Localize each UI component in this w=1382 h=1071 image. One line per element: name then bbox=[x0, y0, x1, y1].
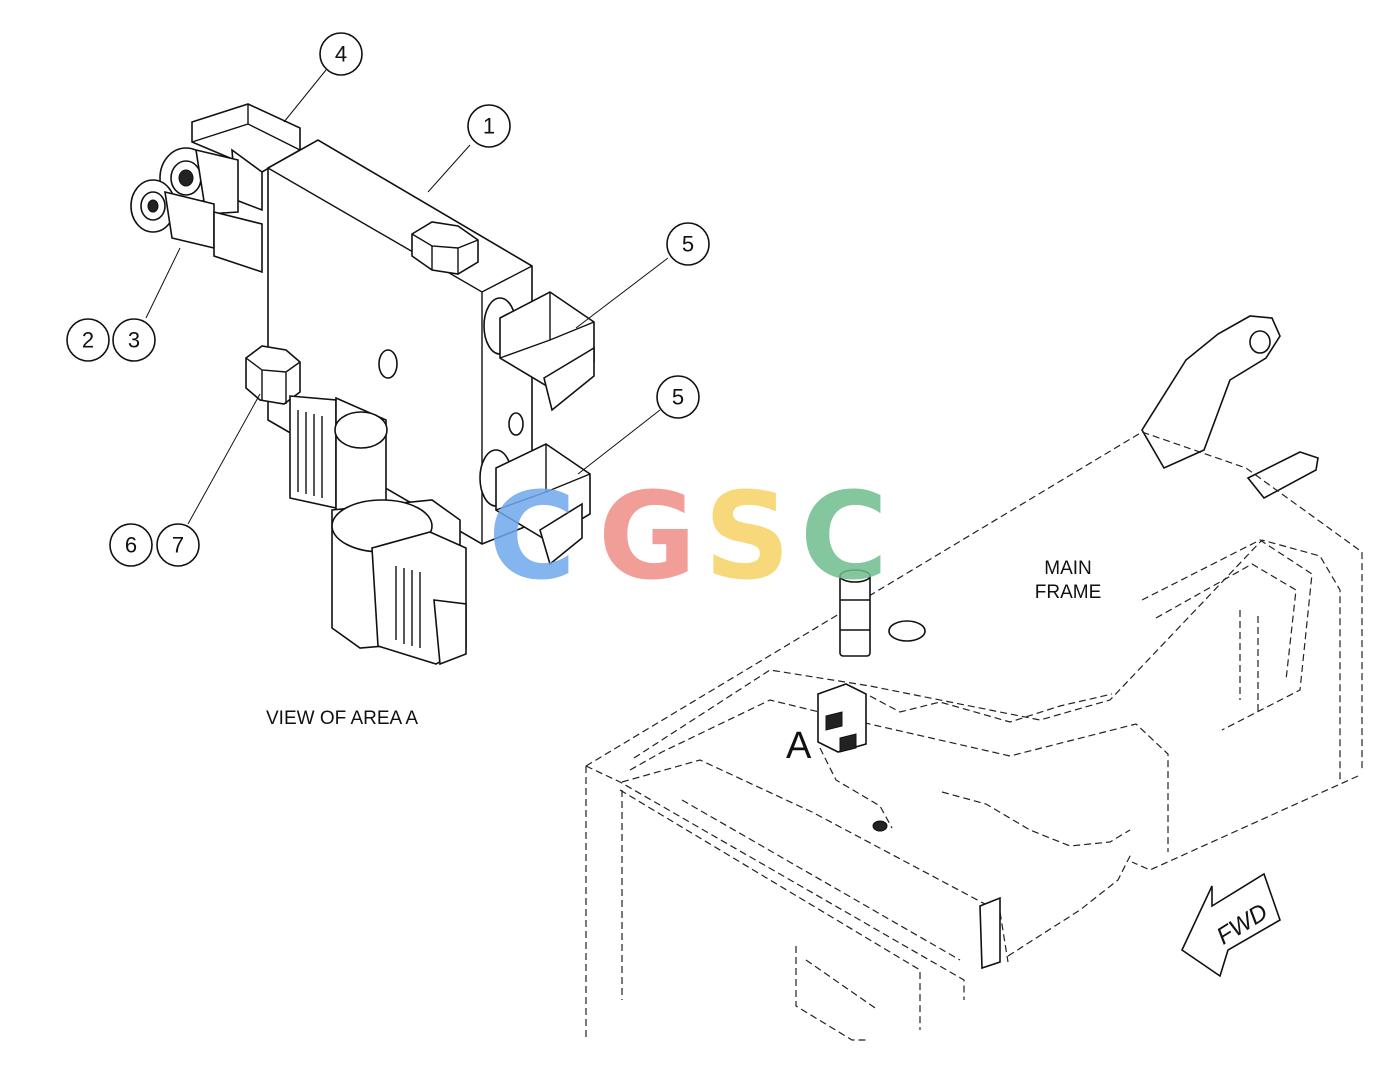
watermark-letter: C bbox=[800, 468, 888, 607]
callout-5-lower: 5 bbox=[656, 375, 700, 419]
main-frame-label-line2: FRAME bbox=[1035, 582, 1102, 603]
main-frame-label-line1: MAIN bbox=[1044, 558, 1092, 579]
callout-7: 7 bbox=[156, 523, 200, 567]
watermark-letter: G bbox=[598, 468, 697, 607]
callout-label: 4 bbox=[335, 42, 347, 67]
main-frame bbox=[585, 315, 1363, 1041]
view-caption: VIEW OF AREA A bbox=[266, 708, 418, 729]
valve-assembly bbox=[130, 103, 595, 666]
callout-3: 3 bbox=[112, 318, 156, 362]
watermark: C G S C bbox=[488, 468, 888, 607]
callout-2: 2 bbox=[66, 318, 110, 362]
forward-arrow-icon: FWD bbox=[1180, 872, 1281, 978]
callout-label: 5 bbox=[682, 232, 694, 257]
callout-label: 5 bbox=[672, 385, 684, 410]
callout-label: 6 bbox=[125, 533, 137, 558]
watermark-letter: S bbox=[704, 468, 790, 607]
callout-1: 1 bbox=[467, 104, 511, 148]
area-a-marker: A bbox=[786, 725, 812, 767]
callout-label: 1 bbox=[483, 114, 495, 139]
callout-label: 3 bbox=[128, 328, 140, 353]
callout-label: 2 bbox=[82, 328, 94, 353]
callout-6: 6 bbox=[109, 523, 153, 567]
callout-5-upper: 5 bbox=[666, 222, 710, 266]
leader-lines bbox=[145, 69, 669, 525]
callout-4: 4 bbox=[319, 32, 363, 76]
watermark-letter: C bbox=[488, 468, 576, 607]
callout-label: 7 bbox=[172, 533, 184, 558]
